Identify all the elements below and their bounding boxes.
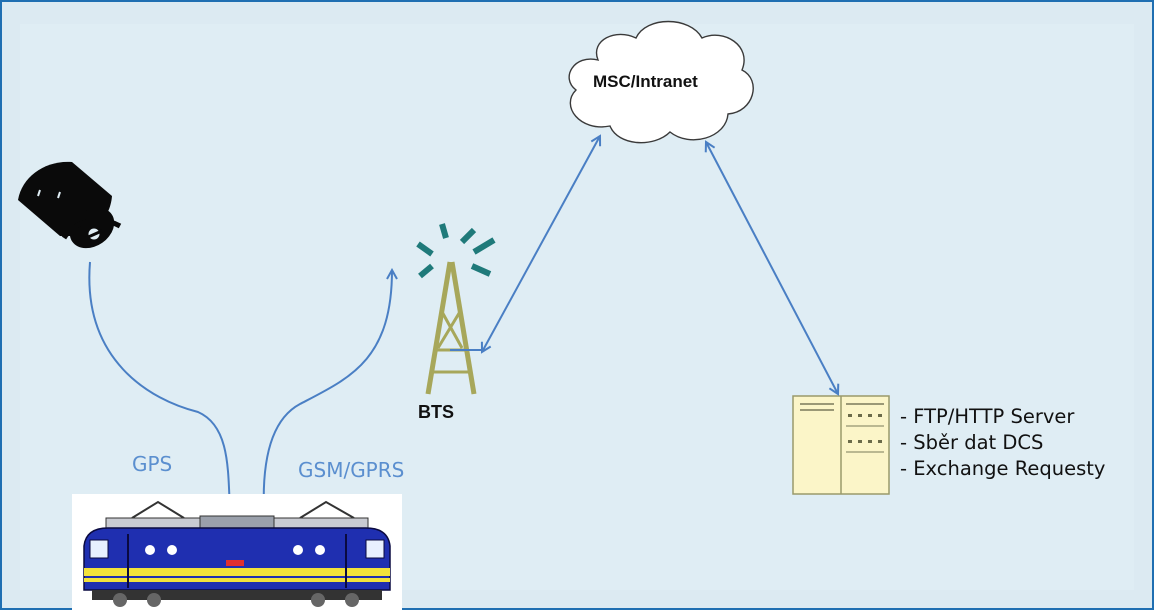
bts-tower-icon [416,223,496,395]
gps-label: GPS [132,452,173,476]
cloud-label: MSC/Intranet [593,72,698,91]
server-function-list: - FTP/HTTP Server - Sběr dat DCS - Excha… [900,404,1105,482]
bts-cloud-link-arrow [482,136,600,352]
server-function-item: - Exchange Requesty [900,457,1106,480]
gsm-gprs-label: GSM/GPRS [298,458,405,482]
server-icon [792,395,890,495]
server-function-item: - FTP/HTTP Server [900,405,1075,428]
locomotive-icon [72,494,402,610]
cloud-icon [568,20,754,144]
server-function-item: - Sběr dat DCS [900,431,1044,454]
cloud-server-link-arrow [706,142,838,394]
bts-label: BTS [418,402,454,422]
satellite-icon [18,161,122,249]
gps-link-arrow [88,261,230,512]
gsm-link-arrow [264,270,392,512]
